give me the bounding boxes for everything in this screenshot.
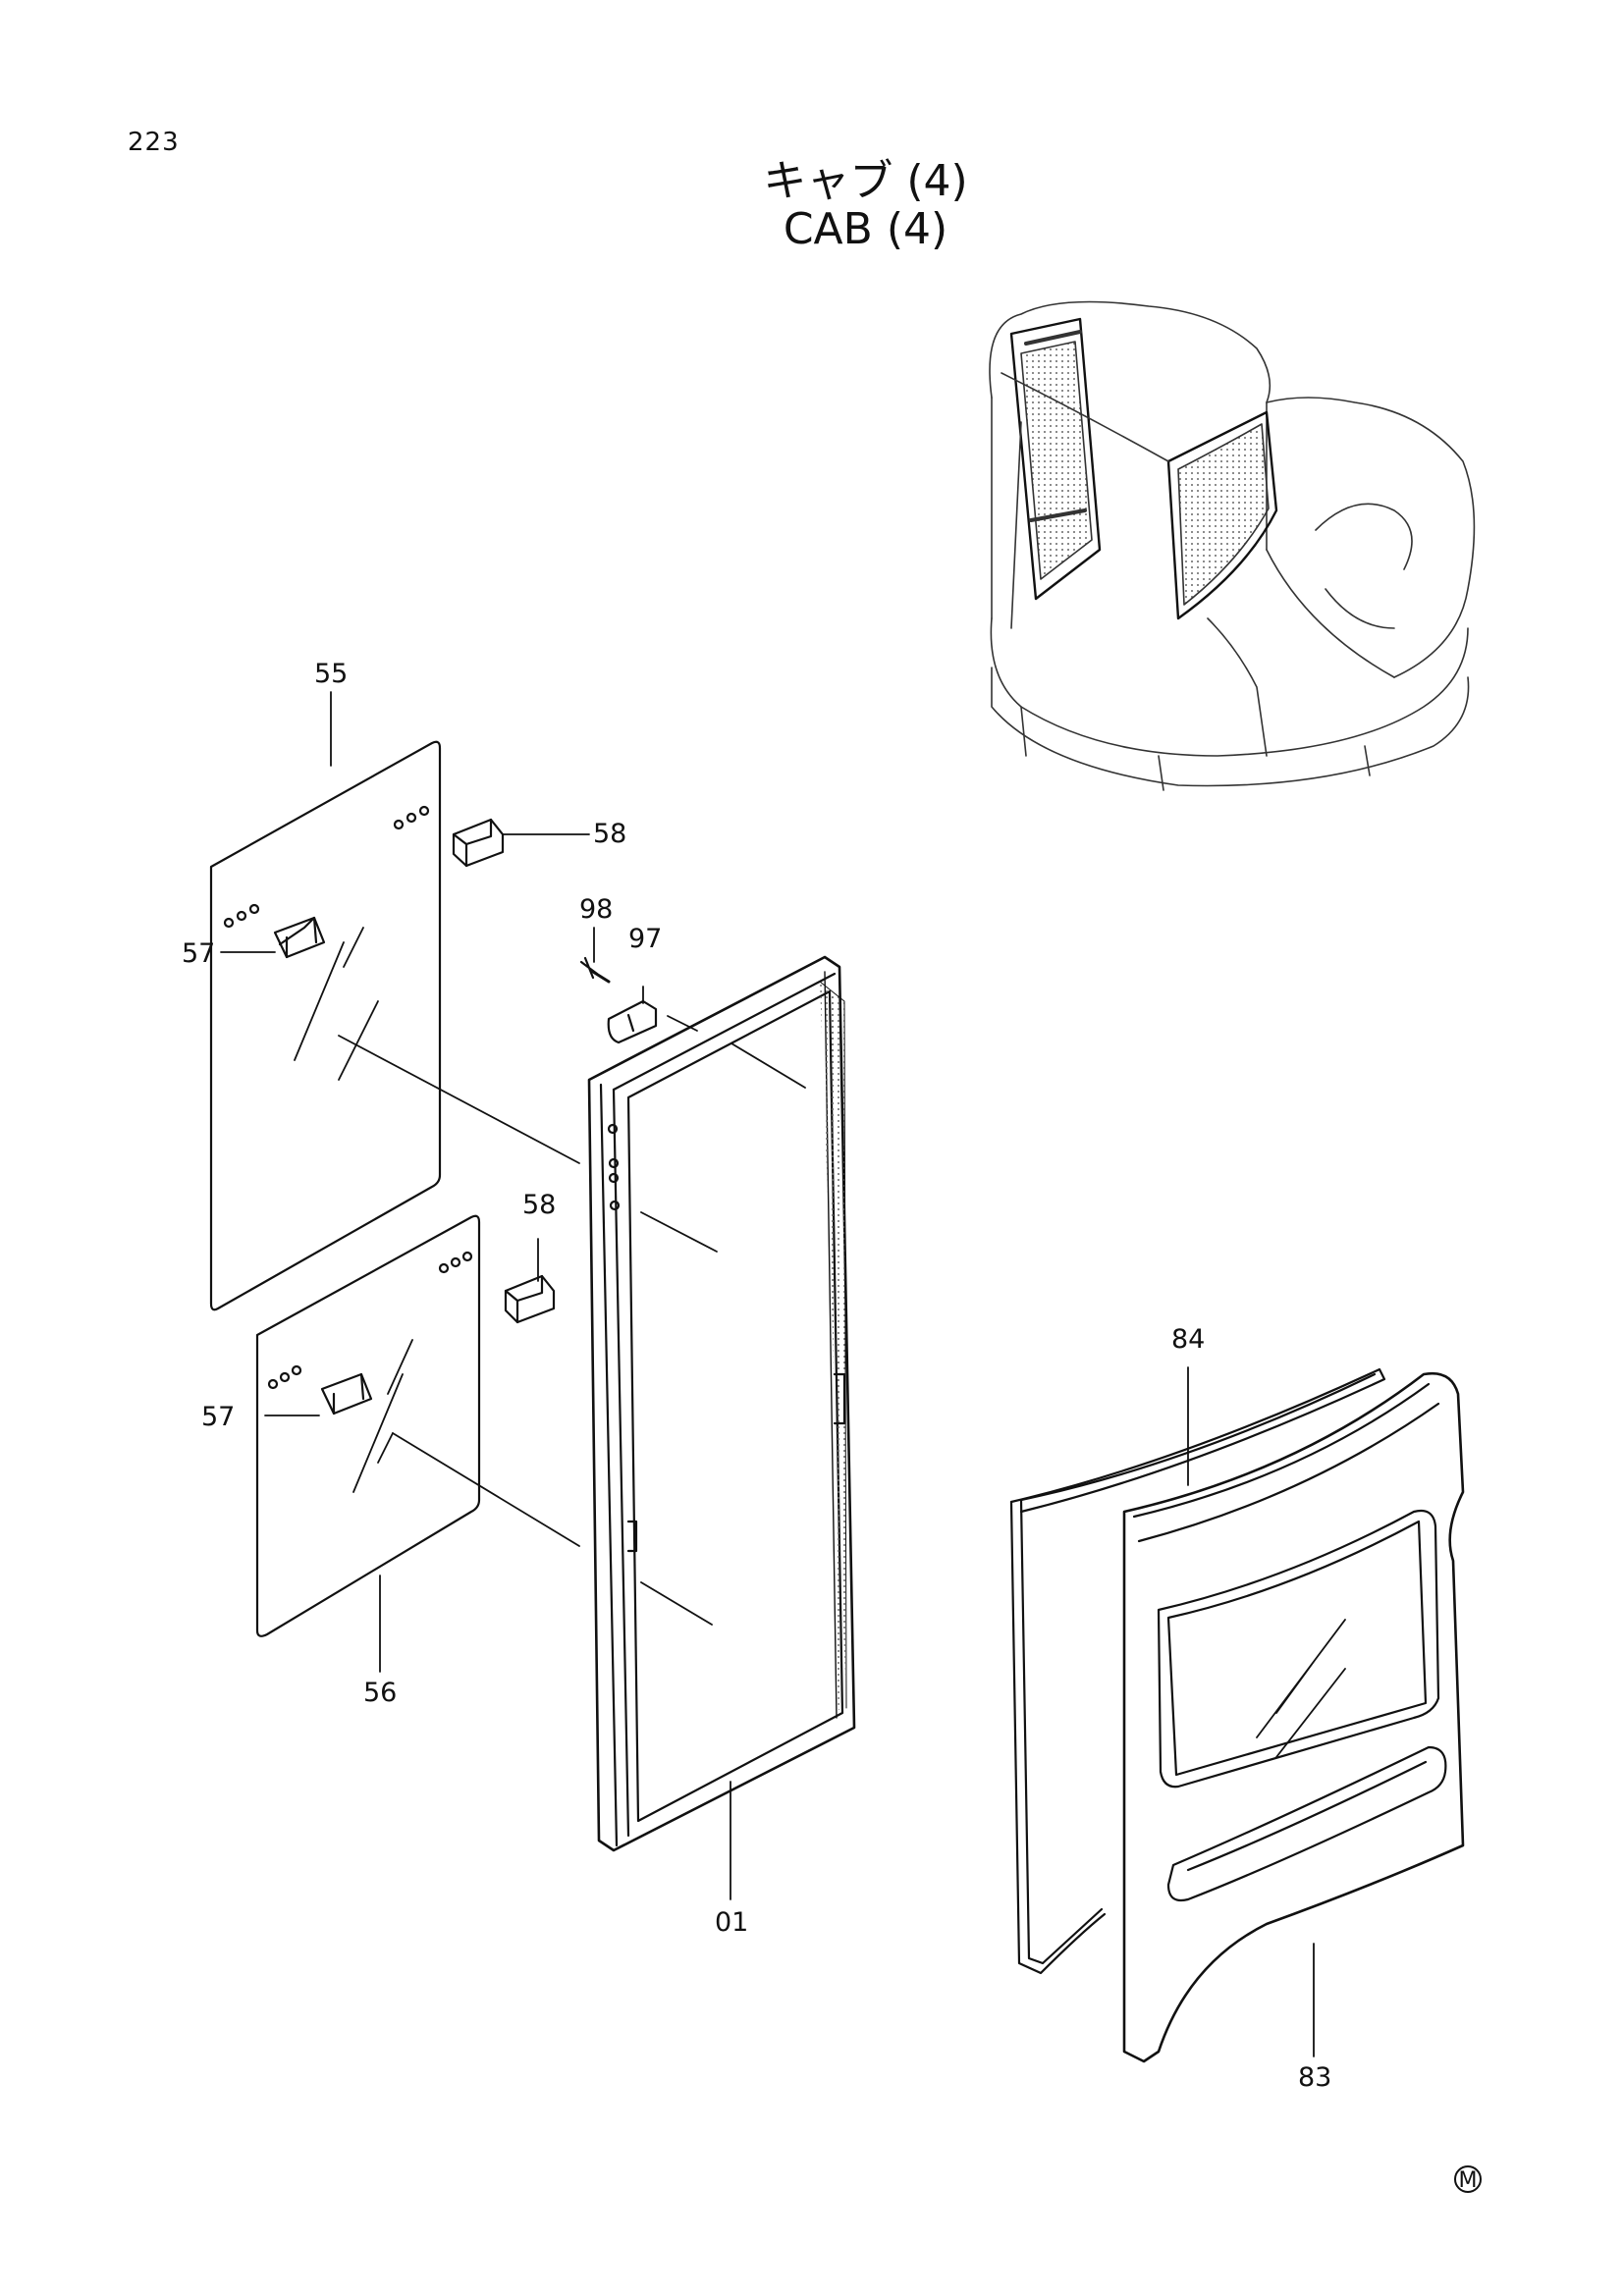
callout-57-upper: 57 <box>182 938 215 969</box>
callout-84: 84 <box>1171 1324 1205 1355</box>
title-japanese: キャブ (4) <box>763 156 968 206</box>
corner-mark: M <box>1454 2165 1482 2193</box>
callout-55: 55 <box>314 659 348 689</box>
curved-window-83 <box>1122 1371 1465 2063</box>
callout-01: 01 <box>715 1907 748 1938</box>
callout-97: 97 <box>628 924 662 954</box>
leader-lines <box>220 691 1315 2057</box>
latch-57-lower <box>320 1372 373 1415</box>
glass-panel-56 <box>255 1214 481 1637</box>
corner-mark-label: M <box>1459 2168 1478 2193</box>
callout-98: 98 <box>579 894 613 925</box>
callout-58-upper: 58 <box>593 819 626 849</box>
callout-57-lower: 57 <box>201 1402 235 1432</box>
latch-58-lower <box>504 1274 556 1324</box>
callout-83: 83 <box>1298 2062 1331 2093</box>
latch-58-upper <box>452 818 505 868</box>
callout-56: 56 <box>363 1678 397 1708</box>
seal-84 <box>1009 1367 1386 1975</box>
glass-panel-55 <box>209 740 442 1311</box>
cab-overview-illustration <box>989 300 1476 791</box>
page-number: 223 <box>128 128 180 157</box>
screw-98 <box>579 956 611 984</box>
bracket-97 <box>607 999 658 1044</box>
callout-58-lower: 58 <box>522 1190 556 1220</box>
door-frame-01 <box>587 955 856 1852</box>
title-english: CAB (4) <box>783 204 948 254</box>
latch-57-upper <box>273 916 326 959</box>
